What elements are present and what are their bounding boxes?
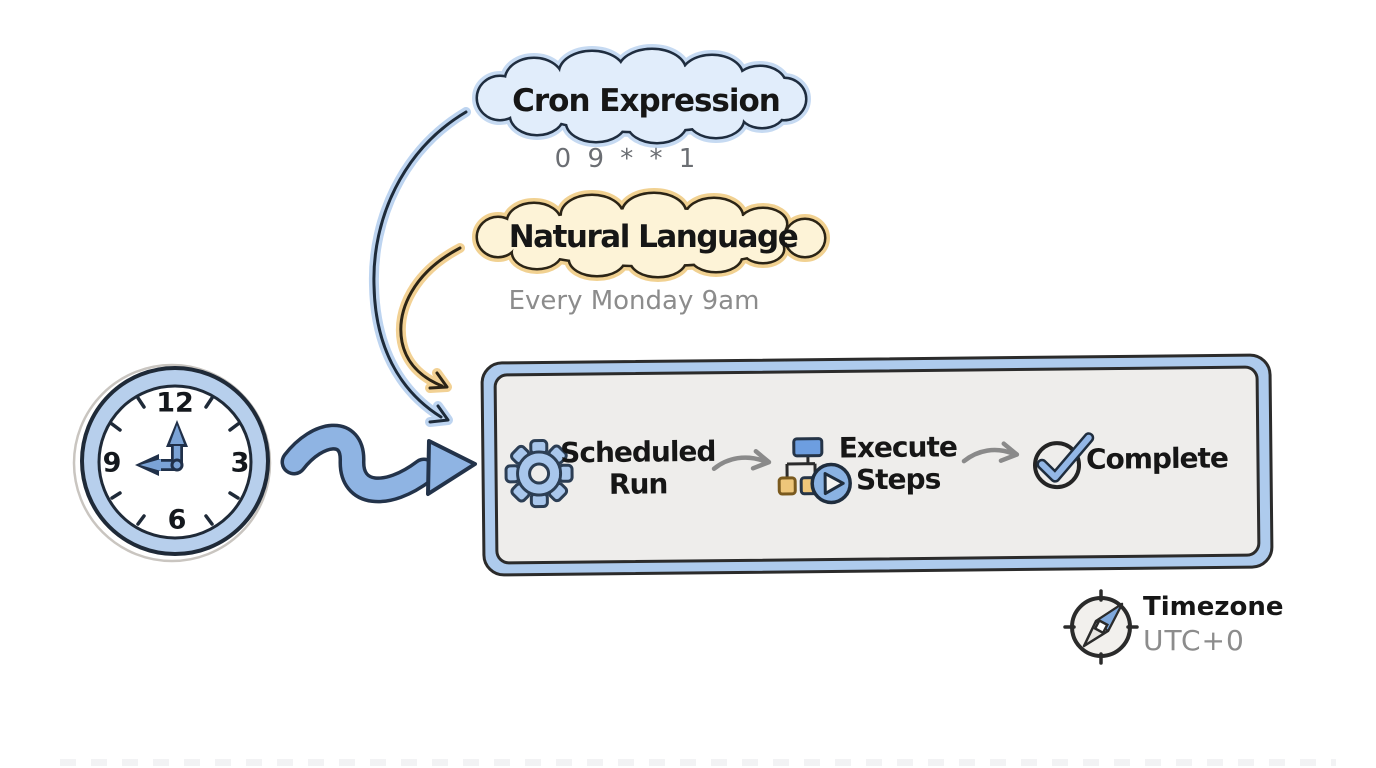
clock-number-3: 3 (230, 447, 250, 479)
pipeline-steps: Scheduled Run Execute Steps Complete (482, 355, 1272, 575)
cron-expression-value: 0 9 * * 1 (554, 144, 700, 174)
clock-number-9: 9 (102, 447, 122, 479)
step-scheduled-run-line1: Scheduled (560, 434, 716, 470)
clock-hands (135, 420, 188, 476)
cron-cloud-label: Cron Expression (512, 83, 781, 119)
step-execute-steps-line1: Execute (838, 430, 958, 465)
clock-number-12: 12 (156, 387, 194, 419)
workflow-icon (777, 437, 852, 505)
check-circle-icon (1033, 432, 1095, 490)
cron-arrow (368, 107, 471, 427)
timezone-label: Timezone (1143, 592, 1284, 622)
clock-ticks (110, 396, 240, 526)
step-complete-line1: Complete (1085, 441, 1229, 476)
step-scheduled-run: Scheduled Run (560, 434, 716, 501)
clock-number-6: 6 (167, 504, 187, 536)
natural-language-value: Every Monday 9am (508, 286, 760, 316)
pipeline-box (480, 353, 1274, 577)
bottom-texture (60, 759, 1336, 766)
step-arrow-1 (711, 449, 772, 471)
step-scheduled-run-line2: Run (608, 467, 668, 501)
step-complete: Complete (1085, 441, 1229, 476)
compass-icon (1063, 589, 1139, 665)
step-execute-steps: Execute Steps (838, 430, 958, 497)
step-arrow-2 (961, 441, 1020, 464)
step-execute-steps-line2: Steps (855, 462, 941, 497)
timezone-value: UTC+0 (1143, 624, 1245, 657)
gear-icon (504, 438, 574, 509)
clock-icon (72, 363, 272, 563)
natural-language-label: Natural Language (508, 219, 799, 255)
natural-language-arrow (396, 243, 465, 393)
wavy-arrow (280, 423, 477, 504)
